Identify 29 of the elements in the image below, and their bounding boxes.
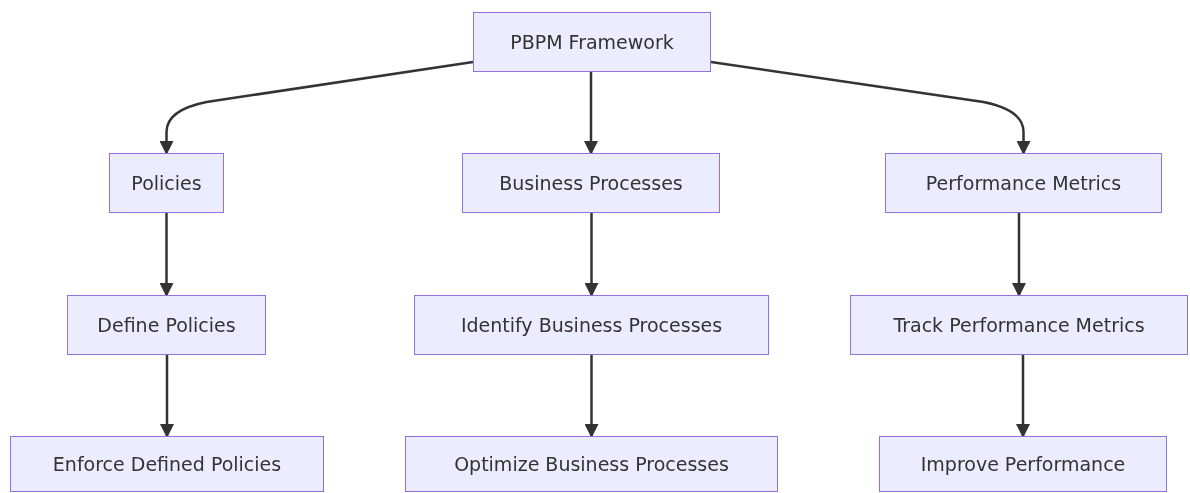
process-box xyxy=(885,153,1162,213)
box-label: PBPM Framework xyxy=(510,31,674,53)
arrow xyxy=(710,60,1031,155)
process-box xyxy=(850,295,1188,355)
box-label: Identify Business Processes xyxy=(460,314,723,336)
arrow xyxy=(159,60,474,155)
arrow xyxy=(584,213,599,297)
arrow xyxy=(159,213,174,297)
arrow xyxy=(160,355,174,438)
arrow xyxy=(1012,213,1026,297)
process-box xyxy=(473,12,711,72)
process-box xyxy=(462,153,720,213)
box-label: Define Policies xyxy=(97,314,236,336)
arrow xyxy=(584,355,599,438)
box-label: Policies xyxy=(131,172,202,194)
arrow xyxy=(584,72,598,155)
process-box xyxy=(10,436,324,492)
box-label: Optimize Business Processes xyxy=(454,453,729,475)
process-box xyxy=(879,436,1167,492)
box-label: Enforce Defined Policies xyxy=(52,453,282,475)
process-box xyxy=(67,295,266,355)
box-label: Track Performance Metrics xyxy=(893,314,1145,336)
process-box xyxy=(405,436,778,492)
box-label: Business Processes xyxy=(499,172,683,194)
box-label: Performance Metrics xyxy=(925,172,1122,194)
process-box xyxy=(109,153,224,213)
box-label: Improve Performance xyxy=(920,453,1126,475)
process-box xyxy=(414,295,769,355)
arrow xyxy=(1016,355,1030,438)
